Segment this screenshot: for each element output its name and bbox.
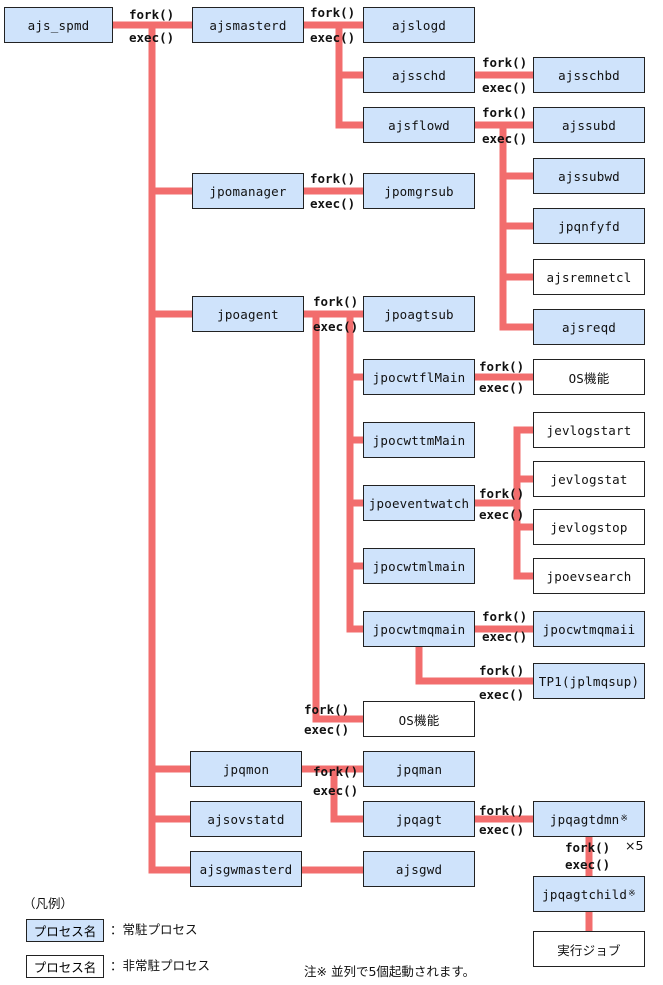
jpqagtdmn-note-mark: ※ (620, 814, 629, 824)
fork-label-13: fork() (479, 803, 525, 818)
process-jpqagtchild: jpqagtchild※ (533, 876, 645, 912)
process-jpocwtflmain: jpocwtflMain (363, 359, 475, 395)
fork-label-5: fork() (310, 171, 356, 186)
exec-label-6: exec() (313, 319, 359, 334)
process-jpocwtmlmain: jpocwtmlmain (363, 548, 475, 584)
fork-label-3: fork() (482, 55, 528, 70)
process-jpocwtmqmaii: jpocwtmqmaii (533, 611, 645, 647)
process-jpqman: jpqman (363, 751, 475, 787)
fork-label-11: fork() (304, 702, 350, 717)
exec-label-8: exec() (479, 507, 525, 522)
fork-label-9: fork() (482, 609, 528, 624)
fork-label-4: fork() (482, 105, 528, 120)
exec-label-11: exec() (304, 722, 350, 737)
process-jpoagtsub: jpoagtsub (363, 296, 475, 332)
fork-label-12: fork() (313, 764, 359, 779)
jpqagtdmn-label: jpqagtdmn (549, 811, 620, 827)
exec-label-3: exec() (482, 80, 528, 95)
exec-label-1: exec() (129, 30, 175, 45)
fork-label-10: fork() (479, 663, 525, 678)
process-jpoeventwatch: jpoeventwatch (363, 485, 475, 521)
process-ajsovstatd: ajsovstatd (190, 801, 302, 837)
process-ajsschbd: ajsschbd (533, 57, 645, 93)
fork-label-8: fork() (479, 486, 525, 501)
legend-resident-desc: ：常駐プロセス (110, 922, 198, 937)
process-ajsflowd: ajsflowd (363, 107, 475, 143)
process-ajslogd: ajslogd (363, 7, 475, 43)
process-jpoevsearch: jpoevsearch (533, 558, 645, 594)
process-ajssubwd: ajssubwd (533, 158, 645, 194)
process-jevlogstop: jevlogstop (533, 509, 645, 545)
exec-label-14: exec() (565, 857, 611, 872)
fork-label-1: fork() (129, 7, 175, 22)
process-ajsgwmasterd: ajsgwmasterd (190, 851, 302, 887)
exec-label-2: exec() (310, 30, 356, 45)
process-ajs-spmd: ajs_spmd (4, 7, 113, 43)
process-ajsremnetcl: ajsremnetcl (533, 259, 645, 295)
process-jpocwttmmain: jpocwttmMain (363, 422, 475, 458)
process-jevlogstat: jevlogstat (533, 461, 645, 497)
process-jpomanager: jpomanager (192, 173, 304, 209)
process-os-function-2: OS機能 (363, 701, 475, 737)
process-jpqmon: jpqmon (190, 751, 302, 787)
process-jpqnfyfd: jpqnfyfd (533, 208, 645, 244)
process-ajsreqd: ajsreqd (533, 309, 645, 345)
exec-label-10: exec() (479, 687, 525, 702)
process-job: 実行ジョブ (533, 931, 645, 967)
footnote: 注※ 並列で5個起動されます。 (304, 964, 476, 979)
fork-label-6: fork() (313, 294, 359, 309)
fork-label-2: fork() (310, 5, 356, 20)
jpqagtchild-label: jpqagtchild (542, 886, 628, 902)
process-jpocwtmqmain: jpocwtmqmain (363, 611, 475, 647)
exec-label-7: exec() (479, 380, 525, 395)
exec-label-13: exec() (479, 822, 525, 837)
process-tp1-jplmqsup: TP1(jplmqsup) (533, 663, 645, 699)
legend-non-resident-sample: プロセス名 (26, 955, 104, 978)
fork-label-14: fork() (565, 840, 611, 855)
process-jevlogstart: jevlogstart (533, 412, 645, 448)
process-ajsgwd: ajsgwd (363, 851, 475, 887)
legend-resident-sample: プロセス名 (26, 919, 104, 942)
exec-label-9: exec() (482, 629, 528, 644)
legend-title: （凡例） (23, 896, 74, 911)
legend-non-resident-desc: ：非常駐プロセス (110, 958, 211, 973)
fork-label-7: fork() (479, 359, 525, 374)
process-jpoagent: jpoagent (192, 296, 304, 332)
process-jpomgrsub: jpomgrsub (363, 173, 475, 209)
process-os-function-1: OS機能 (533, 359, 645, 395)
jpqagtchild-note-mark: ※ (628, 889, 636, 899)
process-ajssubd: ajssubd (533, 107, 645, 143)
exec-label-12: exec() (313, 783, 359, 798)
process-jpqagt: jpqagt (363, 801, 475, 837)
exec-label-4: exec() (482, 131, 528, 146)
process-ajsschd: ajsschd (363, 57, 475, 93)
process-jpqagtdmn: jpqagtdmn※ (533, 801, 645, 837)
exec-label-5: exec() (310, 196, 356, 211)
multiplier-label: ×5 (625, 838, 644, 853)
process-ajsmasterd: ajsmasterd (192, 7, 304, 43)
